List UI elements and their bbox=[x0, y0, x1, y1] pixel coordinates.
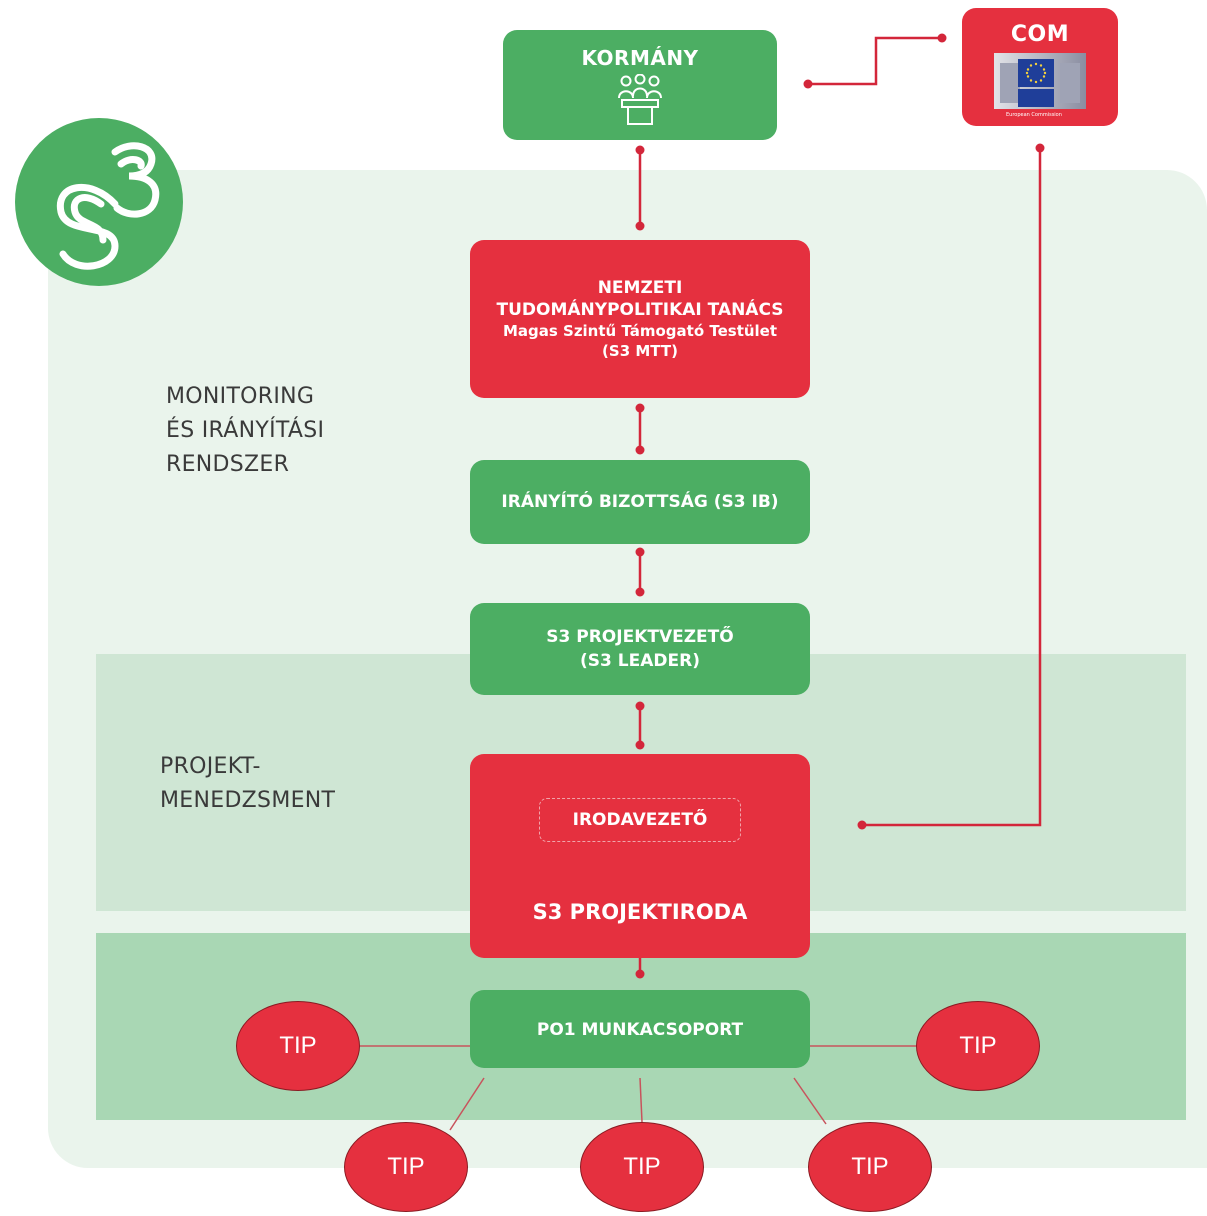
project-leader-box: S3 PROJEKTVEZETŐ (S3 LEADER) bbox=[470, 603, 810, 695]
government-box: KORMÁNY bbox=[503, 30, 777, 140]
office-head-label: IRODAVEZETŐ bbox=[572, 810, 708, 830]
tip-node: TIP bbox=[580, 1122, 704, 1212]
tip-node: TIP bbox=[344, 1122, 468, 1212]
commission-logo-text: European Commission bbox=[1006, 112, 1062, 118]
steering-committee-label: IRÁNYÍTÓ BIZOTTSÁG (S3 IB) bbox=[501, 492, 779, 512]
council-line-2: TUDOMÁNYPOLITIKAI TANÁCS bbox=[496, 300, 784, 320]
commission-label: COM bbox=[1010, 22, 1070, 47]
commission-box: COM European Commission bbox=[962, 8, 1118, 126]
workgroup-box: PO1 MUNKACSOPORT bbox=[470, 990, 810, 1068]
tip-node: TIP bbox=[236, 1001, 360, 1091]
project-leader-line-2: (S3 LEADER) bbox=[580, 651, 700, 671]
government-label: KORMÁNY bbox=[581, 46, 699, 70]
council-line-3: Magas Szintű Támogató Testület bbox=[502, 322, 778, 340]
s3-logo-icon bbox=[15, 118, 183, 286]
council-line-1: NEMZETI bbox=[597, 278, 683, 298]
tip-node: TIP bbox=[808, 1122, 932, 1212]
project-office-label: S3 PROJEKTIRODA bbox=[532, 900, 748, 924]
project-leader-line-1: S3 PROJEKTVEZETŐ bbox=[546, 627, 734, 647]
council-line-4: (S3 MTT) bbox=[602, 342, 678, 360]
office-head-box: IRODAVEZETŐ bbox=[539, 798, 741, 842]
steering-committee-box: IRÁNYÍTÓ BIZOTTSÁG (S3 IB) bbox=[470, 460, 810, 544]
tip-node: TIP bbox=[916, 1001, 1040, 1091]
eu-commission-building-icon bbox=[994, 53, 1086, 109]
monitoring-section-label: MONITORING ÉS IRÁNYÍTÁSI RENDSZER bbox=[166, 384, 325, 477]
council-people-icon bbox=[618, 74, 662, 125]
workgroup-label: PO1 MUNKACSOPORT bbox=[536, 1020, 744, 1040]
project-office-box: IRODAVEZETŐ S3 PROJEKTIRODA bbox=[470, 754, 810, 958]
science-policy-council-box: NEMZETI TUDOMÁNYPOLITIKAI TANÁCS Magas S… bbox=[470, 240, 810, 398]
project-management-section-label: PROJEKT- MENEDZSMENT bbox=[160, 754, 336, 813]
